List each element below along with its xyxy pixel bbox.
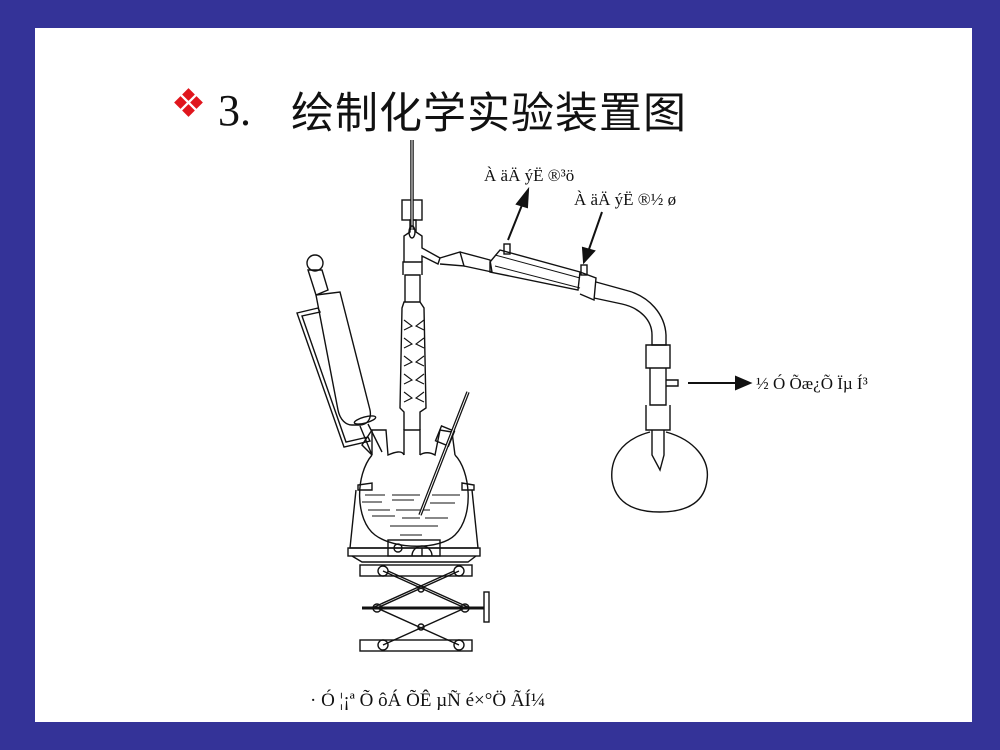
distillation-head xyxy=(401,140,441,265)
vacuum-adapter xyxy=(645,344,679,472)
flask-thermometer xyxy=(418,391,470,516)
slide-canvas xyxy=(35,28,972,722)
title-text: 绘制化学实验装置图 xyxy=(291,89,687,139)
three-neck-flask xyxy=(358,429,469,547)
label-condenser-water-out: À äÄ ýË ®³ö xyxy=(484,166,575,185)
lab-jack xyxy=(359,564,490,652)
label-condenser-water-in: À äÄ ýË ®½ ø xyxy=(574,190,677,209)
fractionating-column xyxy=(399,261,427,430)
annotation-arrows xyxy=(507,186,753,391)
slide-title: 3. 绘制化学实验装置图 xyxy=(174,80,687,140)
label-vacuum: ½ Ó Õæ¿Õ Ïµ Í³ xyxy=(756,374,868,393)
receiving-flask xyxy=(611,431,709,513)
figure-caption: · Ó ¦¡ª Õ ôÁ ÕÊ µÑ é×°Ö ÃÍ¼ xyxy=(310,690,546,711)
title-number: 3. xyxy=(218,85,251,135)
dropping-funnel xyxy=(296,254,383,456)
condenser xyxy=(439,243,667,346)
